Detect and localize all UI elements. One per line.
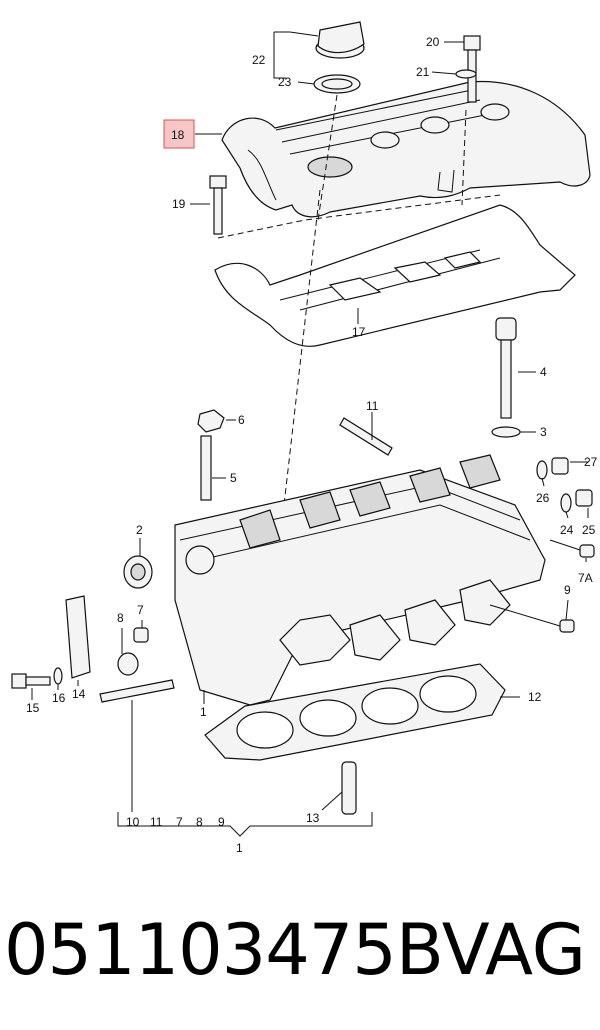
callout-12: 12 xyxy=(528,690,542,704)
callout-25: 25 xyxy=(582,523,596,537)
callout-9: 9 xyxy=(564,583,571,597)
valve-guide-13 xyxy=(341,761,357,815)
plug-25 xyxy=(575,489,593,507)
callout-26: 26 xyxy=(536,491,550,505)
callout-6: 6 xyxy=(238,413,245,427)
part-number: 051103475B xyxy=(4,909,444,991)
washer-24 xyxy=(560,493,572,513)
callout-11: 11 xyxy=(366,399,379,413)
group-label-11: 11 xyxy=(150,815,163,829)
washer-21 xyxy=(455,69,477,79)
callout-7: 7 xyxy=(137,603,144,617)
callout-18: 18 xyxy=(171,128,185,142)
bolt-19 xyxy=(209,175,227,235)
group-label-8: 8 xyxy=(196,815,203,829)
group-label-7: 7 xyxy=(176,815,183,829)
seal-8 xyxy=(117,652,139,676)
brand-label: VAG xyxy=(441,909,586,991)
washer-16 xyxy=(53,667,63,685)
stud-11 xyxy=(339,417,393,456)
washer-26 xyxy=(536,460,548,480)
callout-2: 2 xyxy=(136,523,143,537)
callout-19: 19 xyxy=(172,197,186,211)
callout-17: 17 xyxy=(352,325,366,339)
bolt-15 xyxy=(11,673,51,689)
callout-5: 5 xyxy=(230,471,237,485)
callout-22: 22 xyxy=(252,53,266,67)
plate-14 xyxy=(65,595,91,679)
callout-3: 3 xyxy=(540,425,547,439)
callout-16: 16 xyxy=(52,691,66,705)
washer-3 xyxy=(491,426,521,438)
plug-7a xyxy=(579,544,595,558)
callout-21: 21 xyxy=(416,65,430,79)
callout-4: 4 xyxy=(540,365,547,379)
callout-13: 13 xyxy=(306,811,320,825)
callout-24: 24 xyxy=(560,523,574,537)
group-label-10: 10 xyxy=(126,815,140,829)
callout-7a: 7A xyxy=(578,571,593,585)
plug-7 xyxy=(133,627,149,643)
callout-8: 8 xyxy=(117,611,124,625)
callout-23: 23 xyxy=(278,75,292,89)
cylinder-head xyxy=(174,454,546,706)
callout-1-group: 1 xyxy=(236,841,243,855)
plug-27 xyxy=(551,457,569,475)
plug-9 xyxy=(559,619,575,633)
group-label-9: 9 xyxy=(218,815,225,829)
callout-1-head: 1 xyxy=(200,705,207,719)
stud-5 xyxy=(200,435,212,501)
head-bolt-10 xyxy=(99,679,175,703)
valve-cover xyxy=(221,80,591,218)
callout-15: 15 xyxy=(26,701,40,715)
nut-6 xyxy=(197,409,225,433)
callout-27: 27 xyxy=(584,455,598,469)
exploded-parts-diagram: 22 23 20 21 18 19 17 4 3 6 5 11 2 26 27 … xyxy=(11,21,598,855)
callout-20: 20 xyxy=(426,35,440,49)
callout-14: 14 xyxy=(72,687,86,701)
filler-cap xyxy=(315,21,365,59)
stud-4 xyxy=(495,317,517,419)
head-gasket xyxy=(204,663,506,761)
highlight-box-18 xyxy=(163,119,195,149)
cover-gasket xyxy=(214,204,576,347)
